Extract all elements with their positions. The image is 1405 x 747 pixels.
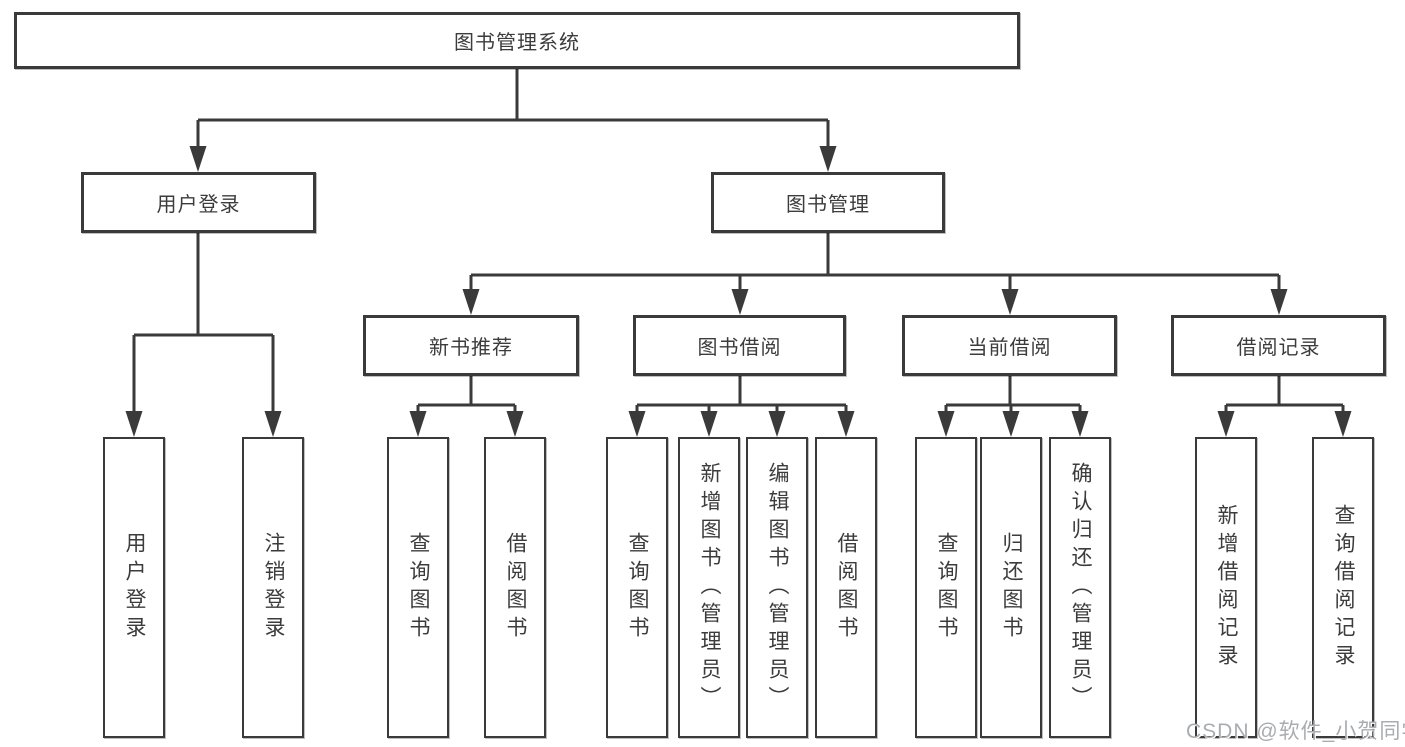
arrowhead-icon [264, 411, 282, 437]
arrowhead-icon [409, 411, 427, 437]
arrowhead-icon [1001, 289, 1019, 315]
leaf-borrow-books-recommend: 借阅图书 [484, 437, 546, 738]
connector-current-borrow-to-leaves [937, 376, 1089, 437]
arrowhead-icon [1002, 411, 1020, 437]
leaf-edit-books-admin: 编辑图书（管理员） [746, 437, 808, 738]
leaf-query-borrow-record: 查询借阅记录 [1312, 437, 1374, 738]
arrowhead-icon [1270, 289, 1288, 315]
arrowhead-icon [937, 411, 955, 437]
node-library-system: 图书管理系统 [14, 12, 1020, 69]
node-borrow-records: 借阅记录 [1171, 315, 1386, 376]
leaf-add-borrow-record: 新增借阅记录 [1195, 437, 1257, 738]
connector-root-to-level2 [189, 69, 837, 172]
connector-book-borrow-to-leaves [628, 376, 855, 437]
arrowhead-icon [125, 411, 143, 437]
arrowhead-icon [1217, 411, 1235, 437]
arrowhead-icon [768, 411, 786, 437]
leaf-add-books-admin: 新增图书（管理员） [678, 437, 740, 738]
arrowhead-icon [462, 289, 480, 315]
arrowhead-icon [189, 146, 207, 172]
arrowhead-icon [628, 411, 646, 437]
node-current-borrow: 当前借阅 [902, 315, 1117, 376]
leaf-borrow-books: 借阅图书 [815, 437, 877, 738]
leaf-user-login: 用户登录 [103, 437, 165, 738]
connector-user-login-to-leaves [125, 233, 282, 437]
arrowhead-icon [1334, 411, 1352, 437]
leaf-return-books: 归还图书 [980, 437, 1042, 738]
leaf-query-books-borrow: 查询图书 [606, 437, 668, 738]
arrowhead-icon [837, 411, 855, 437]
connector-borrow-records-to-leaves [1217, 376, 1352, 437]
connector-book-management-to-level3 [462, 233, 1288, 315]
arrowhead-icon [506, 411, 524, 437]
leaf-confirm-return-admin: 确认归还（管理员） [1049, 437, 1111, 738]
node-new-book-recommend: 新书推荐 [363, 315, 579, 376]
connector-new-book-to-leaves [409, 376, 524, 437]
node-book-management: 图书管理 [711, 172, 945, 233]
node-user-login: 用户登录 [81, 172, 316, 233]
watermark: CSDN @软件_小贺同学 [1186, 720, 1405, 743]
leaf-logout: 注销登录 [242, 437, 304, 738]
arrowhead-icon [819, 146, 837, 172]
arrowhead-icon [1071, 411, 1089, 437]
arrowhead-icon [700, 411, 718, 437]
leaf-query-books-recommend: 查询图书 [387, 437, 449, 738]
node-book-borrow: 图书借阅 [633, 315, 846, 376]
leaf-query-books-current: 查询图书 [915, 437, 977, 738]
arrowhead-icon [731, 289, 749, 315]
